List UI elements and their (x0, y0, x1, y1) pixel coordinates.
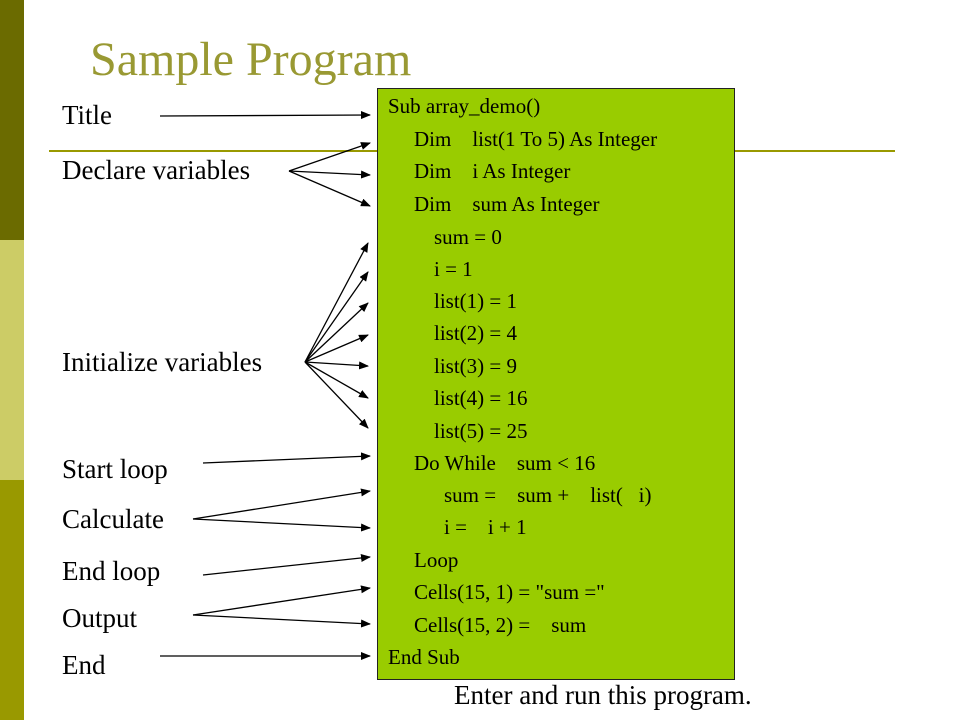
code-box: Sub array_demo() Dim list(1 To 5) As Int… (377, 88, 735, 680)
code-line-7: list(1) = 1 (434, 289, 518, 313)
code-line-16: Cells(15, 1) = "sum =" (414, 580, 605, 604)
instruction-note: Enter and run this program. (454, 680, 752, 710)
code-line-6: i = 1 (434, 257, 473, 281)
sidebar-band-bottom (0, 480, 24, 720)
arrow-title (159, 111, 371, 120)
code-line-3: Dim i As Integer (414, 159, 571, 183)
code-line-13: sum = sum + list( i) (444, 483, 652, 507)
code-line-10: list(4) = 16 (434, 386, 528, 410)
code-line-11: list(5) = 25 (434, 419, 528, 443)
arrow-declare-1 (288, 142, 371, 172)
code-line-4: Dim sum As Integer (414, 192, 600, 216)
sidebar-band-top (0, 0, 24, 240)
label-initialize-variables: Initialize variables (62, 347, 263, 377)
arrow-output-2 (192, 614, 371, 628)
slide-title: Sample Program (90, 33, 412, 86)
sidebar-band-middle (0, 240, 24, 480)
code-line-8: list(2) = 4 (434, 321, 518, 345)
arrow-init-5 (304, 361, 369, 370)
arrow-calculate-2 (192, 518, 371, 532)
code-line-5: sum = 0 (434, 225, 502, 249)
arrow-declare-2 (288, 170, 371, 179)
code-line-1: Sub array_demo() (388, 94, 541, 118)
arrow-init-2 (304, 271, 369, 363)
code-line-12: Do While sum < 16 (414, 451, 596, 475)
arrow-start-loop (202, 452, 371, 464)
arrow-init-3 (304, 302, 369, 363)
arrow-init-6 (304, 361, 369, 399)
arrow-init-4 (304, 334, 369, 363)
label-calculate: Calculate (62, 504, 164, 534)
arrow-output-1 (192, 585, 371, 616)
code-line-9: list(3) = 9 (434, 354, 518, 378)
arrow-end-loop (202, 553, 371, 576)
label-end-loop: End loop (62, 556, 161, 586)
label-title: Title (62, 100, 113, 130)
arrow-init-7 (304, 361, 369, 429)
code-line-14: i = i + 1 (444, 515, 527, 539)
label-declare-variables: Declare variables (62, 155, 251, 185)
label-start-loop: Start loop (62, 454, 168, 484)
label-output: Output (62, 603, 138, 633)
code-line-18: End Sub (388, 645, 460, 669)
code-line-17: Cells(15, 2) = sum (414, 613, 587, 637)
code-line-15: Loop (414, 548, 459, 572)
arrow-init-1 (304, 242, 369, 363)
code-line-2: Dim list(1 To 5) As Integer (414, 127, 658, 151)
arrow-declare-3 (288, 170, 371, 207)
arrow-calculate-1 (192, 488, 371, 520)
label-end: End (62, 650, 106, 680)
